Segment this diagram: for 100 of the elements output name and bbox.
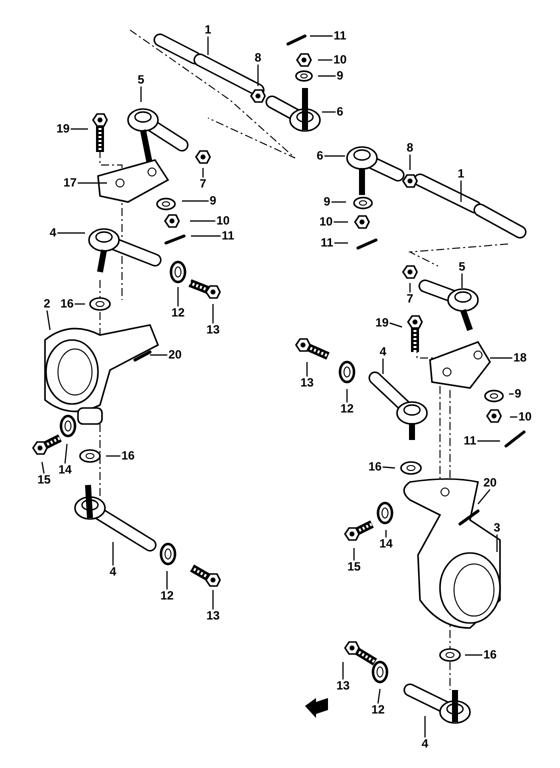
callout-number: 20 (167, 348, 183, 362)
leader-line (57, 232, 85, 234)
callout-number: 20 (482, 476, 498, 490)
leader-line (377, 688, 381, 704)
callout-number: 1 (204, 24, 212, 36)
callout-number: 15 (346, 560, 362, 574)
leader-line (477, 440, 500, 442)
callout-number: 14 (378, 538, 394, 550)
leader-line (212, 590, 214, 610)
leader-line (390, 322, 402, 328)
callout-number: 14 (57, 464, 73, 476)
leader-line (190, 220, 216, 222)
callout-number: 9 (336, 70, 344, 82)
leader-line (46, 310, 51, 330)
leader-line (334, 242, 348, 244)
leader-line (202, 168, 204, 178)
callout-number: 5 (458, 260, 466, 274)
callout-number: 1 (456, 168, 466, 180)
callout-number: 5 (136, 74, 146, 86)
callout-number: 11 (462, 434, 478, 448)
callout-number: 16 (367, 460, 383, 474)
leader-line (257, 64, 259, 86)
leader-line (212, 304, 214, 324)
callout-number: 16 (482, 648, 498, 662)
callout-number: 3 (492, 522, 502, 534)
callout-number: 7 (406, 292, 414, 306)
leader-line (318, 75, 336, 77)
callout-number: 16 (59, 298, 75, 310)
leader-line (112, 542, 114, 566)
leader-line (385, 530, 387, 538)
callout-number: 13 (205, 610, 221, 622)
leader-line (322, 111, 336, 113)
callout-number: 17 (62, 176, 78, 190)
callout-number: 8 (406, 142, 414, 154)
callout-number: 10 (517, 410, 533, 424)
callout-number: 13 (205, 324, 221, 336)
leader-line (182, 200, 209, 202)
leader-line (150, 354, 168, 356)
callout-number: 4 (108, 566, 118, 578)
leader-line (460, 180, 462, 202)
leader-line (409, 283, 411, 292)
leader-line (106, 455, 120, 457)
leader-line (74, 303, 85, 305)
callout-number: 8 (254, 52, 262, 64)
callout-number: 13 (299, 376, 315, 390)
leader-line (191, 235, 221, 237)
callout-number: 4 (48, 226, 58, 240)
leader-line (78, 182, 107, 184)
callout-number: 18 (512, 352, 528, 364)
leader-line (318, 59, 332, 61)
leader-line (465, 654, 482, 656)
callout-number: 6 (336, 106, 344, 118)
callout-number: 19 (55, 122, 71, 136)
leader-line (64, 444, 68, 464)
callout-number: 11 (320, 236, 334, 250)
callout-number: 10 (318, 216, 334, 228)
callout-number: 7 (198, 178, 208, 190)
leader-line (509, 393, 514, 395)
leader-line (382, 358, 384, 374)
callout-number: 12 (370, 704, 386, 716)
callout-number: 11 (220, 230, 236, 242)
callout-number: 2 (42, 298, 52, 310)
callout-number: 6 (316, 150, 324, 162)
callout-number: 4 (378, 346, 388, 358)
callout-number: 10 (332, 54, 348, 66)
callout-number: 15 (36, 474, 52, 486)
leader-line (41, 462, 45, 474)
leader-line (324, 155, 345, 157)
leader-line (342, 662, 344, 680)
leader-line (306, 362, 308, 376)
callout-number: 12 (339, 402, 355, 416)
leader-line (331, 201, 346, 203)
leader-line (140, 86, 142, 102)
callout-number: 13 (335, 680, 351, 692)
leader-line (166, 571, 168, 590)
leader-line (409, 154, 411, 170)
leader-line (510, 416, 518, 418)
leader-line (496, 534, 498, 552)
leader-line (353, 548, 355, 560)
callout-number: 4 (420, 738, 430, 750)
leader-line (207, 36, 209, 55)
leader-line (461, 274, 463, 288)
leader-line (490, 357, 512, 359)
callout-number: 19 (374, 316, 390, 330)
leader-line (310, 35, 333, 37)
leader-line (70, 128, 88, 130)
callout-number: 9 (208, 194, 218, 208)
leader-line (424, 716, 426, 738)
leader-line (382, 466, 396, 469)
callout-number: 10 (215, 214, 231, 228)
leader-line (177, 287, 179, 306)
callout-number: 9 (322, 196, 332, 208)
leader-line (334, 221, 348, 223)
callout-number: 9 (514, 388, 522, 400)
callout-number: 11 (332, 30, 348, 42)
callout-number: 12 (170, 306, 186, 320)
callout-number: 16 (120, 450, 136, 462)
leader-line (478, 489, 490, 504)
callout-number: 12 (159, 590, 175, 602)
leader-line (346, 389, 348, 402)
